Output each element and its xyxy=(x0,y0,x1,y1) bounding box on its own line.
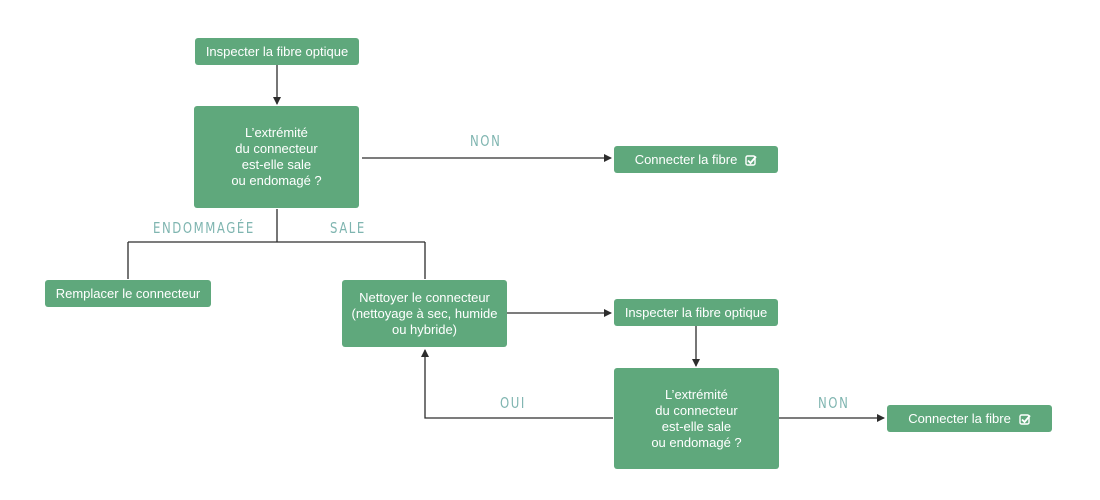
edge-label-oui: OUI xyxy=(500,394,526,412)
edge-label-non-1: NON xyxy=(470,132,502,150)
inspect-fiber-node-1: Inspecter la fibre optique xyxy=(195,38,359,65)
edge-label-sale: SALE xyxy=(330,219,366,237)
inspect-fiber-node-2: Inspecter la fibre optique xyxy=(614,299,778,326)
clean-connector-label: Nettoyer le connecteur (nettoyage à sec,… xyxy=(351,289,498,337)
inspect-fiber-label-1: Inspecter la fibre optique xyxy=(205,43,349,59)
connect-fiber-node-1: Connecter la fibre xyxy=(614,146,778,173)
edge-label-endommagee: ENDOMMAGÉE xyxy=(153,219,255,237)
decision-label-1: L’extrémité du connecteur est-elle sale … xyxy=(231,125,322,188)
checkbox-checked-icon xyxy=(745,154,757,166)
checkbox-checked-icon xyxy=(1019,413,1031,425)
decision-label-2: L’extrémité du connecteur est-elle sale … xyxy=(651,386,742,450)
edge-label-non-2: NON xyxy=(818,394,850,412)
replace-connector-label: Remplacer le connecteur xyxy=(55,285,201,301)
connect-fiber-node-2: Connecter la fibre xyxy=(887,405,1052,432)
clean-connector-node: Nettoyer le connecteur (nettoyage à sec,… xyxy=(342,280,507,347)
connect-fiber-label-2: Connecter la fibre xyxy=(908,410,1011,426)
connect-fiber-label-1: Connecter la fibre xyxy=(634,151,738,167)
decision-node-1: L’extrémité du connecteur est-elle sale … xyxy=(194,106,359,208)
inspect-fiber-label-2: Inspecter la fibre optique xyxy=(624,304,768,320)
edge-question2-loop-to-clean xyxy=(421,349,613,419)
decision-node-2: L’extrémité du connecteur est-elle sale … xyxy=(614,368,779,469)
replace-connector-node: Remplacer le connecteur xyxy=(45,280,211,307)
